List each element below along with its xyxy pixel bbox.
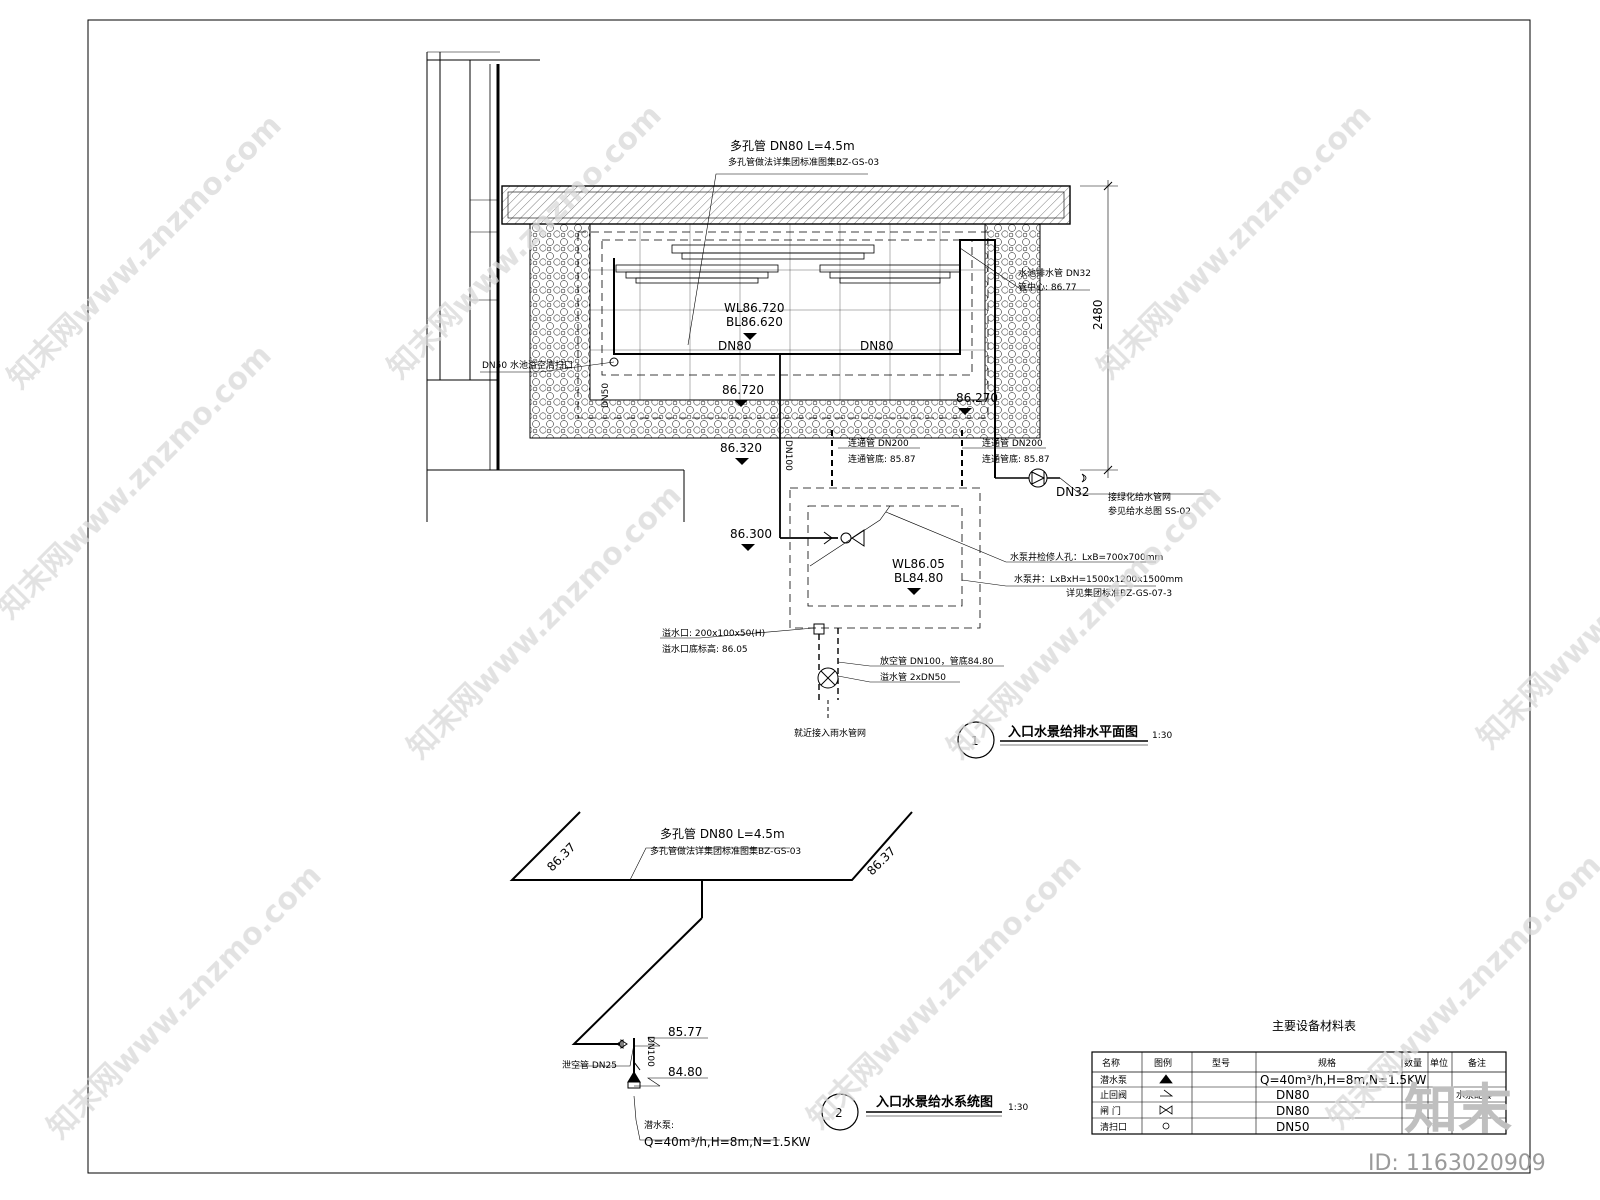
plan-green-supply: 接绿化给水管网 — [1108, 491, 1171, 503]
table-row: 潜水泵 Q=40m³/h,H=8m,N=1.5KW — [1100, 1073, 1427, 1087]
plan-overflow-outlet: 溢水口: 200x100x50(H) — [662, 627, 765, 639]
system-scale: 1:30 — [1008, 1103, 1028, 1113]
system-elev-8577: 85.77 — [668, 1025, 702, 1039]
plan-pump-pit-ref: 详见集团标准BZ-GS-07-3 — [1066, 587, 1172, 599]
system-pipe1-ref: 多孔管做法详集团标准图集BZ-GS-03 — [650, 845, 801, 857]
plan-bl2: BL84.80 — [894, 571, 943, 585]
table-cell-spec: DN80 — [1276, 1104, 1310, 1118]
plan-conn1: 连通管 DN200 — [848, 437, 909, 449]
table-header-note: 备注 — [1468, 1057, 1486, 1069]
plan-view — [426, 51, 1210, 759]
table-row: 止回阀 DN80 水泵配套 — [1100, 1088, 1492, 1102]
plan-pipe1-label: 多孔管 DN80 L=4.5m — [730, 138, 855, 153]
plan-drain-label: 水池排水管 DN32 — [1018, 267, 1091, 279]
plan-elev-86270: 86.270 — [956, 391, 998, 405]
equipment-table — [1091, 1051, 1507, 1135]
watermark-logo: 知末 — [1404, 1078, 1512, 1141]
plan-dn32: DN32 — [1056, 485, 1090, 499]
plan-manhole: 水泵井检修人孔：LxB=700x700mm — [1010, 551, 1163, 563]
plan-overflow-pipe: 溢水管 2xDN50 — [880, 671, 946, 683]
plan-dn100-vertical: DN100 — [783, 440, 793, 471]
table-header-unit: 单位 — [1430, 1057, 1448, 1069]
table-header-name: 名称 — [1102, 1057, 1120, 1069]
table-cell-unit: 个 — [1432, 1122, 1441, 1133]
table-cell-name: 闸 门 — [1100, 1105, 1121, 1117]
table-cell-spec: Q=40m³/h,H=8m,N=1.5KW — [1260, 1073, 1427, 1087]
watermark-text: 知末网www.znzmo.com — [1471, 468, 1600, 756]
plan-pipe1-ref: 多孔管做法详集团标准图集BZ-GS-03 — [728, 156, 879, 168]
table-header-legend: 图例 — [1154, 1057, 1172, 1069]
plan-scale: 1:30 — [1152, 731, 1172, 741]
image-id: ID: 1163020909 — [1368, 1151, 1546, 1176]
plan-overflow-elev: 溢水口底标高: 86.05 — [662, 643, 748, 655]
system-elev-8480: 84.80 — [668, 1065, 702, 1079]
system-title: 入口水景给水系统图 — [876, 1094, 993, 1110]
plan-green-ref: 参见给水总图 SS-02 — [1108, 505, 1191, 517]
plan-drain-elev: 管中心: 86.77 — [1018, 281, 1077, 293]
table-cell-spec: DN50 — [1276, 1120, 1310, 1134]
system-pump-spec: Q=40m³/h,H=8m,N=1.5KW — [644, 1135, 811, 1149]
watermark-text: 知末网www.znzmo.com — [941, 478, 1229, 766]
watermark-text: 知末网www.znzmo.com — [381, 98, 669, 386]
drawing-frame — [87, 19, 1531, 1174]
plan-dn80-left: DN80 — [718, 339, 752, 353]
system-dn100: DN100 — [645, 1036, 655, 1067]
plan-elev-86720: 86.720 — [722, 383, 764, 397]
plan-dn50-vertical: DN50 — [601, 383, 611, 408]
watermark-text: 知末网www.znzmo.com — [801, 848, 1089, 1136]
plan-storm-connect: 就近接入雨水管网 — [794, 727, 866, 739]
watermark-layer: 知末网www.znzmo.com 知末网www.znzmo.com 知末网www… — [0, 98, 1600, 1146]
plan-wl: WL86.720 — [724, 301, 785, 315]
plan-title-num: 1 — [971, 734, 979, 748]
table-header-spec: 规格 — [1318, 1057, 1336, 1069]
table-header-row: 名称 图例 型号 规格 数量 单位 备注 — [1102, 1057, 1486, 1069]
watermark-text: 知末网www.znzmo.com — [401, 478, 689, 766]
plan-pump-pit: 水泵井：LxBxH=1500x1200x1500mm — [1014, 573, 1183, 585]
table-cell-note: 水泵配套 — [1456, 1089, 1492, 1101]
table-title: 主要设备材料表 — [1272, 1019, 1356, 1033]
watermark-text: 知末网www.znzmo.com — [41, 858, 329, 1146]
plan-conn2: 连通管 DN200 — [982, 437, 1043, 449]
plan-dim-2480: 2480 — [1091, 299, 1105, 330]
plan-wl2: WL86.05 — [892, 557, 945, 571]
plan-empty-pipe: 放空管 DN100，管底84.80 — [880, 655, 994, 667]
system-elev-left: 86.37 — [544, 840, 578, 874]
table-header-model: 型号 — [1212, 1058, 1230, 1069]
watermark-text: 知末网www.znzmo.com — [0, 338, 279, 626]
plan-title: 入口水景给排水平面图 — [1008, 724, 1138, 740]
watermark-text: 知末网www.znzmo.com — [1091, 98, 1379, 386]
table-row: 闸 门 DN80 — [1100, 1104, 1310, 1118]
system-view — [509, 811, 1002, 1141]
plan-dn80-right: DN80 — [860, 339, 894, 353]
plan-dn50-cleanout: DN50 水池溢空清扫口 — [482, 359, 573, 371]
system-pump: 潜水泵: — [644, 1119, 674, 1131]
plan-elev-86300: 86.300 — [730, 527, 772, 541]
system-pipe1-label: 多孔管 DN80 L=4.5m — [660, 826, 785, 841]
table-cell-name: 止回阀 — [1100, 1089, 1127, 1101]
table-row: 清扫口 DN50 个 — [1100, 1120, 1441, 1134]
system-title-num: 2 — [835, 1106, 843, 1120]
plan-bl: BL86.620 — [726, 315, 783, 329]
table-header-qty: 数量 — [1404, 1057, 1422, 1069]
table-cell-spec: DN80 — [1276, 1088, 1310, 1102]
plan-conn1-bottom: 连通管底: 85.87 — [848, 453, 916, 465]
table-cell-name: 潜水泵 — [1100, 1074, 1127, 1086]
plan-conn2-bottom: 连通管底: 85.87 — [982, 453, 1050, 465]
table-cell-name: 清扫口 — [1100, 1121, 1127, 1133]
system-vent: 泄空管 DN25 — [562, 1059, 617, 1071]
plan-elev-86320: 86.320 — [720, 441, 762, 455]
